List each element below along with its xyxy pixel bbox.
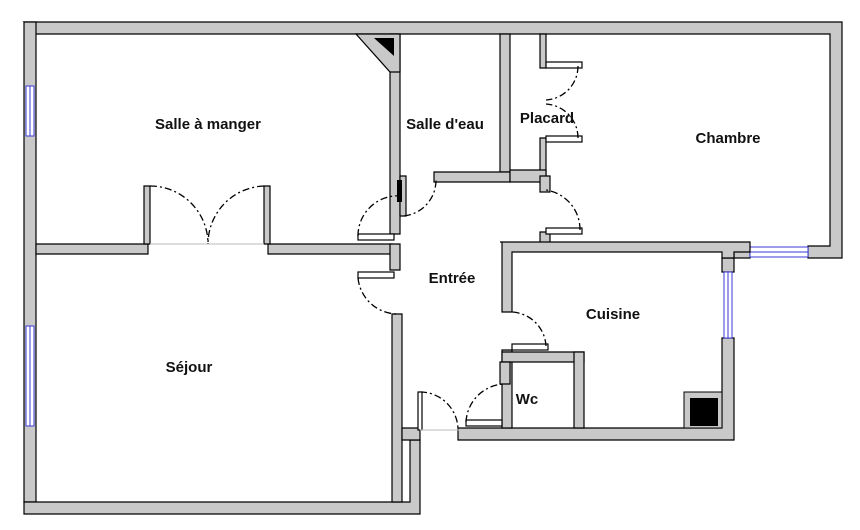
label-placard: Placard (520, 110, 574, 127)
wall-kitchen-step (721, 257, 735, 273)
door-arc-cuisine (511, 311, 547, 347)
post-left (143, 185, 151, 245)
kitchen-fixture-core (690, 398, 718, 426)
label-entree: Entrée (429, 270, 476, 287)
doors (149, 61, 583, 431)
sde-door-jamb (397, 180, 402, 202)
wall-sejour-entree-top (389, 243, 401, 271)
door-leaf-placard-top (545, 61, 583, 69)
door-arc-sam-left (149, 185, 209, 245)
door-leaf-placard-bottom (545, 135, 583, 143)
door-arc-chambre (545, 189, 581, 231)
door-leaf-cuisine (511, 343, 549, 351)
door-arc-placard-top (545, 65, 579, 101)
label-chambre: Chambre (695, 130, 760, 147)
wall-entree-left-lower (401, 427, 421, 441)
wall-sejour-entree-bottom (391, 313, 403, 503)
post-right (263, 185, 271, 245)
door-leaf-sam (357, 233, 395, 241)
label-wc: Wc (516, 391, 539, 408)
door-leaf-chambre (545, 227, 583, 235)
label-cuisine: Cuisine (586, 306, 640, 323)
door-arc-wc (465, 383, 505, 423)
door-arc-entrance (419, 391, 459, 431)
wall-sam-sejour-right (267, 243, 393, 255)
door-arc-sde (403, 179, 437, 217)
label-sejour: Séjour (166, 359, 213, 376)
outer-walls (22, 21, 843, 515)
wall-sde-bottom (433, 171, 511, 183)
door-leaf-entrance (417, 391, 423, 431)
room-labels: Salle à manger Salle d'eau Placard Chamb… (155, 110, 760, 408)
wall-wc-top (501, 351, 585, 363)
wall-sam-sejour-left (35, 243, 149, 255)
door-arc-sejour (357, 277, 399, 315)
interior-walls (35, 33, 751, 503)
wall-sde-placard (499, 33, 511, 173)
wall-wc-left-stub (499, 361, 511, 385)
wall-chambre-bottom (500, 241, 751, 313)
windows (25, 85, 809, 427)
wall-top (22, 21, 843, 259)
shaft-fixture (374, 38, 394, 56)
door-arc-placard-bottom (545, 103, 579, 139)
door-leaf-wc (465, 419, 503, 427)
label-salle-d-eau: Salle d'eau (406, 116, 484, 133)
wall-chambre-left-top (539, 175, 551, 193)
wall-bottom-left (23, 439, 421, 515)
wall-placard-right-top (539, 33, 547, 69)
door-arc-sam-right (207, 185, 265, 245)
door-arc-sam-entree (357, 195, 403, 237)
door-leaf-sejour (357, 271, 395, 279)
label-salle-a-manger: Salle à manger (155, 116, 261, 133)
wall-wc-right (573, 351, 585, 429)
